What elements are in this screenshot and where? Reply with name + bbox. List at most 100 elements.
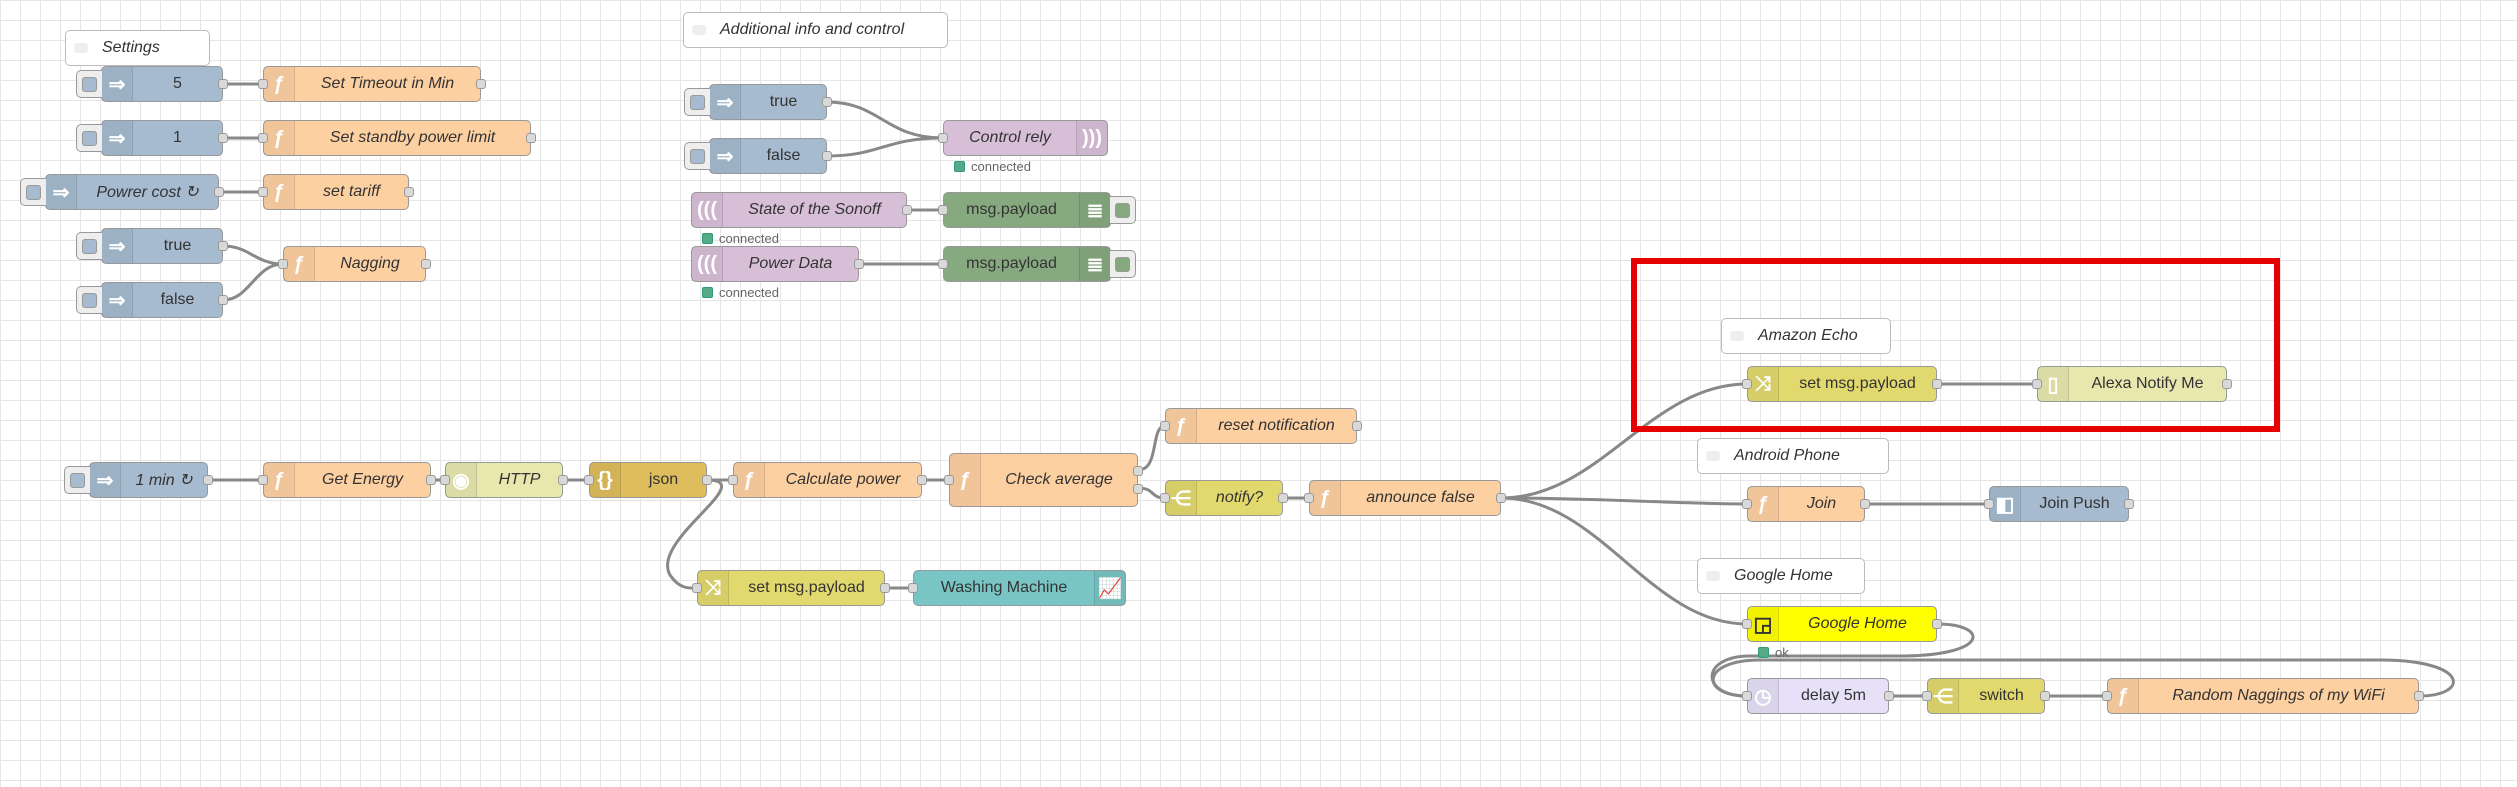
input-port[interactable] (2032, 379, 2042, 389)
output-port[interactable] (558, 475, 568, 485)
inject-node-power-cost[interactable]: ⇒ Powrer cost ↻ (20, 174, 224, 210)
comment-android-phone[interactable]: Android Phone (1697, 438, 1889, 474)
output-port[interactable] (1352, 421, 1362, 431)
input-port[interactable] (908, 583, 918, 593)
change-node-set-payload[interactable]: ⤨ set msg.payload (692, 570, 890, 606)
output-port[interactable] (1860, 499, 1870, 509)
output-port[interactable] (426, 475, 436, 485)
input-port[interactable] (584, 475, 594, 485)
inject-button[interactable] (76, 70, 102, 98)
output-port-2[interactable] (1133, 484, 1143, 494)
input-port[interactable] (1160, 421, 1170, 431)
input-port[interactable] (1742, 691, 1752, 701)
output-port[interactable] (218, 79, 228, 89)
mqtt-in-power-data[interactable]: ((( Power Data connected (691, 246, 864, 300)
comment-amazon-echo[interactable]: Amazon Echo (1721, 318, 1891, 354)
comment-settings[interactable]: Settings (65, 30, 210, 66)
output-port[interactable] (2040, 691, 2050, 701)
output-port[interactable] (526, 133, 536, 143)
chart-node-washing-machine[interactable]: Washing Machine 📈 (908, 570, 1126, 606)
function-node-announce-false[interactable]: ƒ announce false (1304, 480, 1506, 516)
google-home-node[interactable]: ◲ Google Home ok (1742, 606, 1942, 660)
output-port[interactable] (421, 259, 431, 269)
inject-node-relay-true[interactable]: ⇒ true (684, 84, 832, 120)
output-port[interactable] (1884, 691, 1894, 701)
output-port[interactable] (218, 241, 228, 251)
debug-toggle-button[interactable] (1110, 250, 1136, 278)
output-port[interactable] (902, 205, 912, 215)
input-port[interactable] (938, 205, 948, 215)
output-port[interactable] (822, 151, 832, 161)
input-port[interactable] (2102, 691, 2112, 701)
function-node-set-timeout[interactable]: ƒ Set Timeout in Min (258, 66, 486, 102)
inject-button[interactable] (76, 286, 102, 314)
output-port[interactable] (2222, 379, 2232, 389)
input-port[interactable] (278, 259, 288, 269)
mqtt-out-control-rely[interactable]: Control rely ))) connected (938, 120, 1108, 174)
comment-additional-info[interactable]: Additional info and control (683, 12, 948, 48)
function-node-join[interactable]: ƒ Join (1742, 486, 1870, 522)
input-port[interactable] (258, 79, 268, 89)
input-port[interactable] (1742, 379, 1752, 389)
inject-node-5[interactable]: ⇒ 5 (76, 66, 228, 102)
output-port[interactable] (1496, 493, 1506, 503)
input-port[interactable] (1304, 493, 1314, 503)
inject-node-1min[interactable]: ⇒ 1 min ↻ (64, 462, 213, 498)
inject-button[interactable] (76, 124, 102, 152)
output-port[interactable] (218, 295, 228, 305)
input-port[interactable] (938, 133, 948, 143)
input-port[interactable] (1984, 499, 1994, 509)
output-port[interactable] (822, 97, 832, 107)
output-port[interactable] (2124, 499, 2134, 509)
output-port[interactable] (1932, 619, 1942, 629)
http-request-node[interactable]: ◉ HTTP (440, 462, 568, 498)
output-port[interactable] (702, 475, 712, 485)
inject-node-false[interactable]: ⇒ false (76, 282, 228, 318)
input-port[interactable] (1922, 691, 1932, 701)
output-port[interactable] (404, 187, 414, 197)
output-port[interactable] (218, 133, 228, 143)
delay-node[interactable]: ◷ delay 5m (1742, 678, 1894, 714)
input-port[interactable] (728, 475, 738, 485)
inject-button[interactable] (76, 232, 102, 260)
function-node-set-standby[interactable]: ƒ Set standby power limit (258, 120, 536, 156)
input-port[interactable] (1742, 619, 1752, 629)
output-port[interactable] (2414, 691, 2424, 701)
function-node-nagging[interactable]: ƒ Nagging (278, 246, 431, 282)
function-node-reset-notification[interactable]: ƒ reset notification (1160, 408, 1362, 444)
input-port[interactable] (440, 475, 450, 485)
output-port-1[interactable] (1133, 466, 1143, 476)
json-node[interactable]: {} json (584, 462, 712, 498)
input-port[interactable] (258, 187, 268, 197)
output-port[interactable] (1278, 493, 1288, 503)
switch-node-notify[interactable]: ⋲ notify? (1160, 480, 1288, 516)
switch-node[interactable]: ⋲ switch (1922, 678, 2050, 714)
function-node-check-average[interactable]: ƒ Check average (944, 453, 1143, 507)
inject-button[interactable] (684, 142, 710, 170)
comment-google-home[interactable]: Google Home (1697, 558, 1865, 594)
inject-node-true[interactable]: ⇒ true (76, 228, 228, 264)
input-port[interactable] (938, 259, 948, 269)
input-port[interactable] (944, 475, 954, 485)
output-port[interactable] (203, 475, 213, 485)
output-port[interactable] (476, 79, 486, 89)
inject-button[interactable] (684, 88, 710, 116)
join-push-node[interactable]: ◧ Join Push (1984, 486, 2134, 522)
inject-button[interactable] (20, 178, 46, 206)
output-port[interactable] (854, 259, 864, 269)
input-port[interactable] (692, 583, 702, 593)
function-node-random-naggings[interactable]: ƒ Random Naggings of my WiFi (2102, 678, 2424, 714)
function-node-calculate-power[interactable]: ƒ Calculate power (728, 462, 927, 498)
function-node-set-tariff[interactable]: ƒ set tariff (258, 174, 414, 210)
input-port[interactable] (1160, 493, 1170, 503)
debug-toggle-button[interactable] (1110, 196, 1136, 224)
change-node-alexa-payload[interactable]: ⤨ set msg.payload (1742, 366, 1942, 402)
input-port[interactable] (1742, 499, 1752, 509)
debug-node-2[interactable]: msg.payload ≣ (938, 246, 1136, 282)
function-node-get-energy[interactable]: ƒ Get Energy (258, 462, 436, 498)
mqtt-in-state-sonoff[interactable]: ((( State of the Sonoff connected (691, 192, 912, 246)
inject-node-relay-false[interactable]: ⇒ false (684, 138, 832, 174)
inject-node-1[interactable]: ⇒ 1 (76, 120, 228, 156)
output-port[interactable] (1932, 379, 1942, 389)
input-port[interactable] (258, 133, 268, 143)
